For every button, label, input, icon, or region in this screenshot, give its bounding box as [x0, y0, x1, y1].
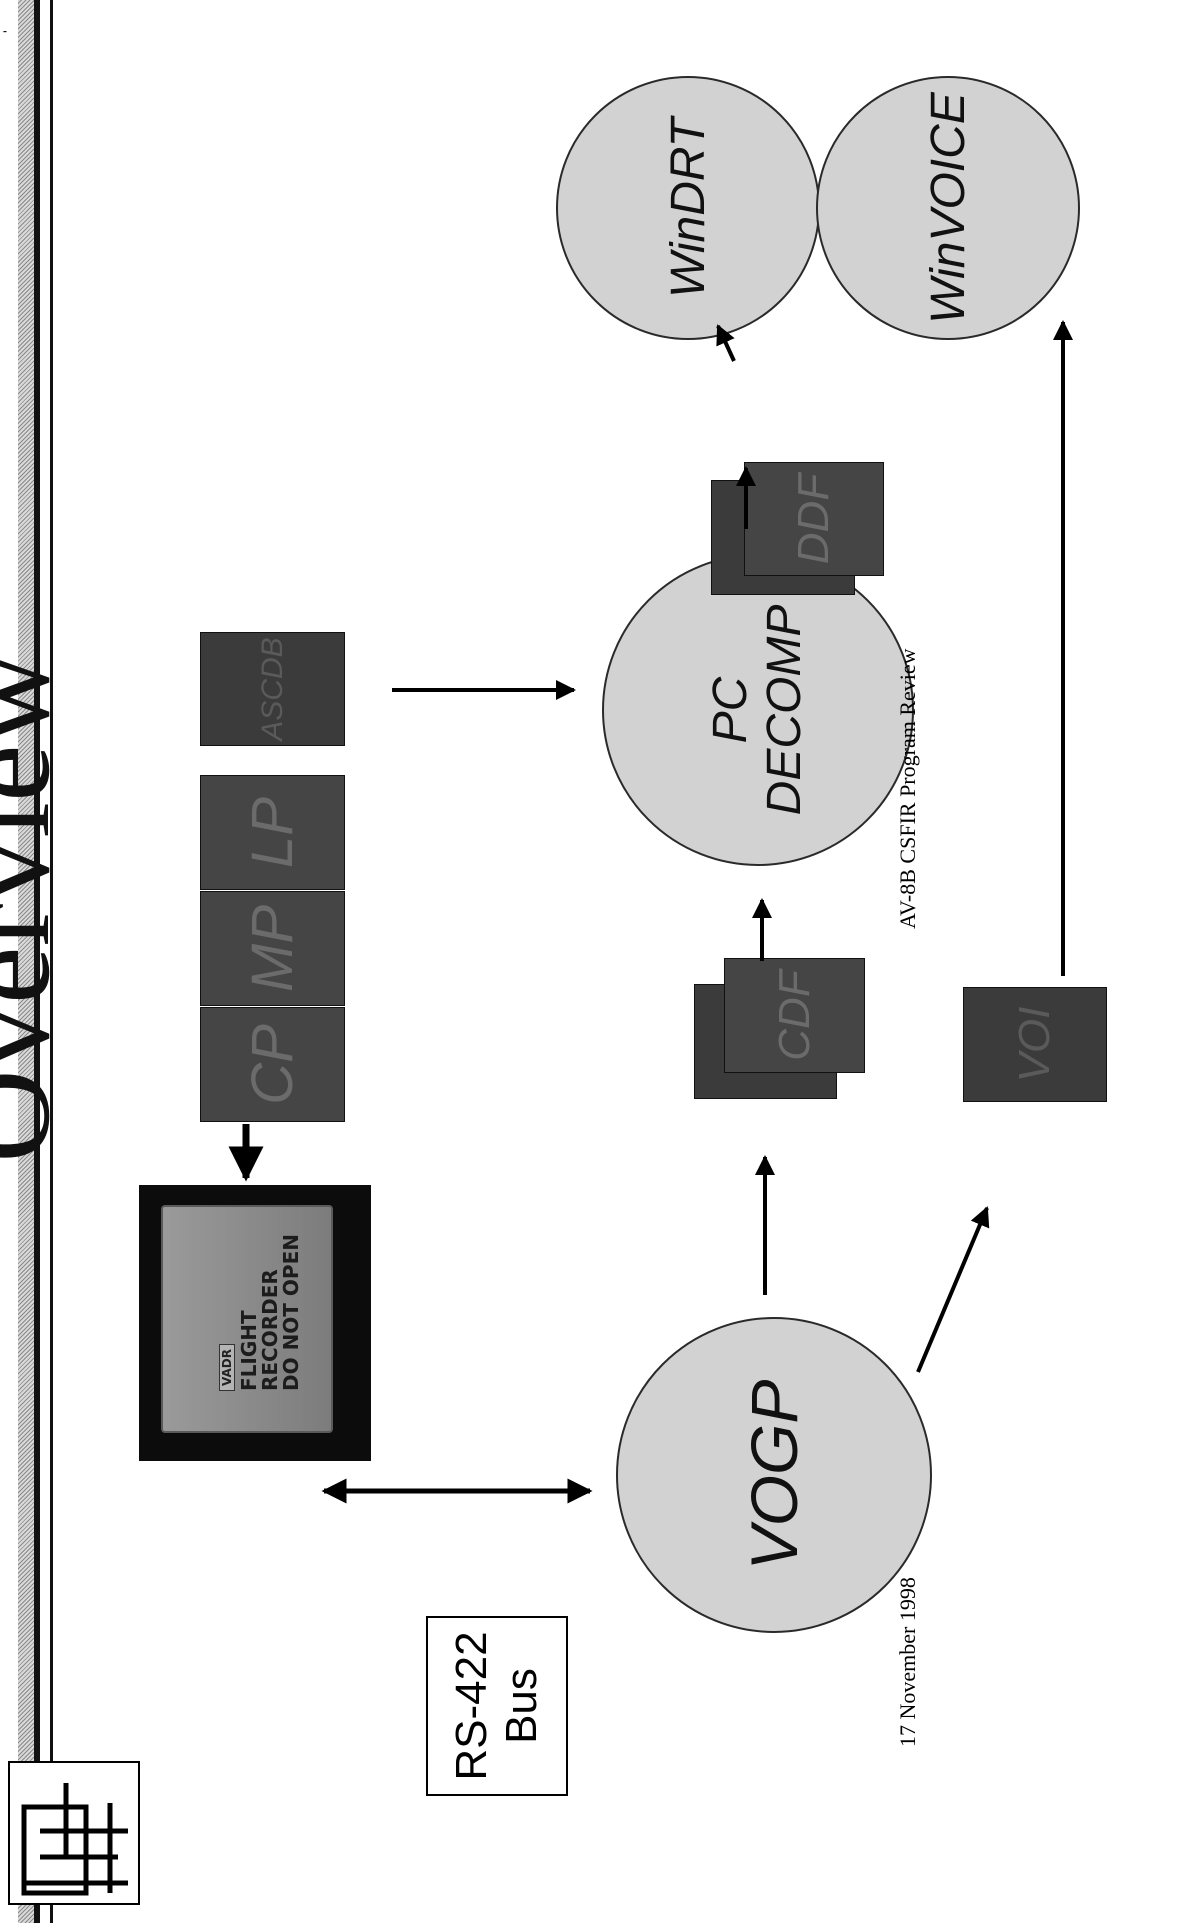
arrow-vogp-to-voi — [916, 1206, 990, 1373]
footer-date: 17 November 1998 — [895, 1577, 920, 1747]
arrow-ddf-to-windrt — [716, 324, 736, 362]
page-mark: ' — [0, 30, 16, 33]
footer-review: AV-8B CSFIR Program Review — [895, 648, 920, 929]
logo-icon — [21, 1783, 128, 1896]
company-logo — [8, 1761, 140, 1905]
